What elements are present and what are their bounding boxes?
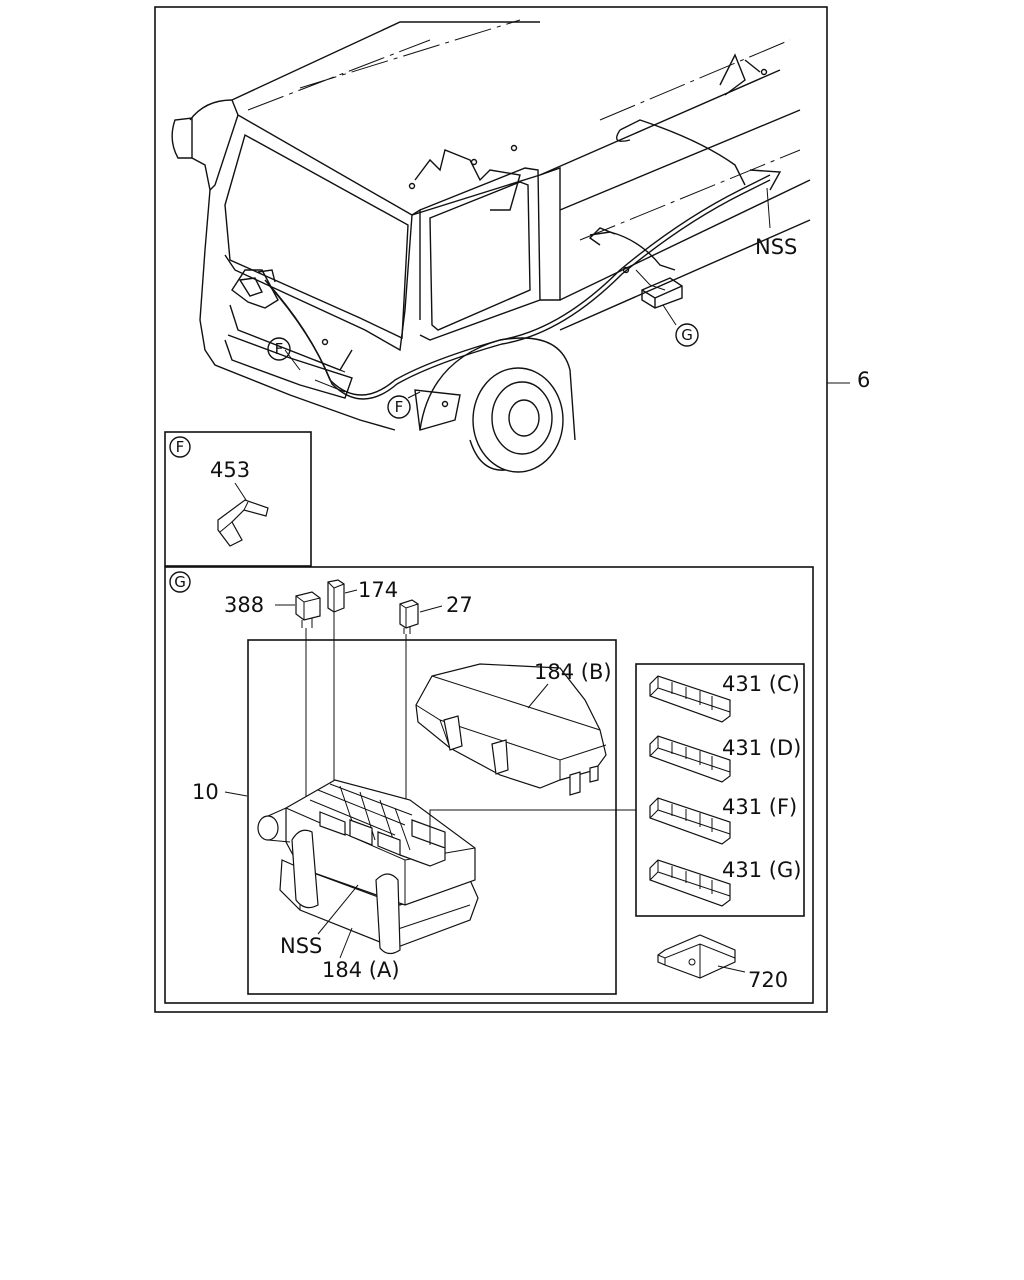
callout-f1-circle	[267, 337, 291, 361]
inset-g-frame	[164, 566, 814, 1004]
inset-f-letter: F	[176, 438, 185, 456]
part-184b-label: 184 (B)	[534, 660, 612, 684]
part-10-leader	[224, 791, 248, 797]
callout-g-text: G	[681, 326, 693, 344]
connector-431d	[649, 735, 731, 783]
part-720-leader	[717, 965, 746, 973]
part-453-clip	[217, 499, 269, 547]
connector-frame	[635, 663, 805, 917]
part-453-label: 453	[210, 458, 250, 482]
part-174-label: 174	[358, 578, 398, 602]
part-184a-leader	[339, 927, 353, 959]
nss-bottom-leader	[317, 884, 359, 935]
part-431f-label: 431 (F)	[722, 795, 797, 819]
assembly-number: 6	[857, 368, 870, 392]
part-431g-label: 431 (G)	[722, 858, 801, 882]
inset-f-frame	[164, 431, 312, 567]
part-184b-leader	[527, 683, 549, 709]
fusebox-frame	[247, 639, 617, 995]
outer-frame	[154, 6, 828, 1013]
part-720-bracket	[657, 934, 736, 979]
cover-184b	[415, 663, 607, 796]
fusebox-10	[257, 779, 479, 955]
nss-label-top: NSS	[755, 235, 797, 259]
part-27-label: 27	[446, 593, 473, 617]
connector-431g	[649, 859, 731, 907]
part-431d-label: 431 (D)	[722, 736, 801, 760]
part-27-leader	[419, 605, 443, 613]
relay-388	[295, 591, 321, 628]
part-174-leader	[344, 589, 358, 594]
callout-f1-text: F	[275, 340, 284, 358]
connector-link-line	[429, 809, 636, 845]
connector-431f	[649, 797, 731, 845]
fuse-27	[399, 599, 419, 634]
callout-f2-text: F	[395, 398, 404, 416]
connector-431c	[649, 675, 731, 723]
part-184a-label: 184 (A)	[322, 958, 400, 982]
part-388-label: 388	[224, 593, 264, 617]
nss-label-bottom: NSS	[280, 934, 322, 958]
relay-174	[327, 579, 345, 620]
part-431c-label: 431 (C)	[722, 672, 800, 696]
part-10-label: 10	[192, 780, 219, 804]
truck-illustration	[171, 19, 811, 473]
inset-g-circle	[169, 571, 191, 593]
part-720-label: 720	[748, 968, 788, 992]
inset-g-letter: G	[174, 573, 186, 591]
inset-f-circle	[169, 436, 191, 458]
callout-f2-circle	[387, 395, 411, 419]
callout-g-circle	[675, 323, 699, 347]
